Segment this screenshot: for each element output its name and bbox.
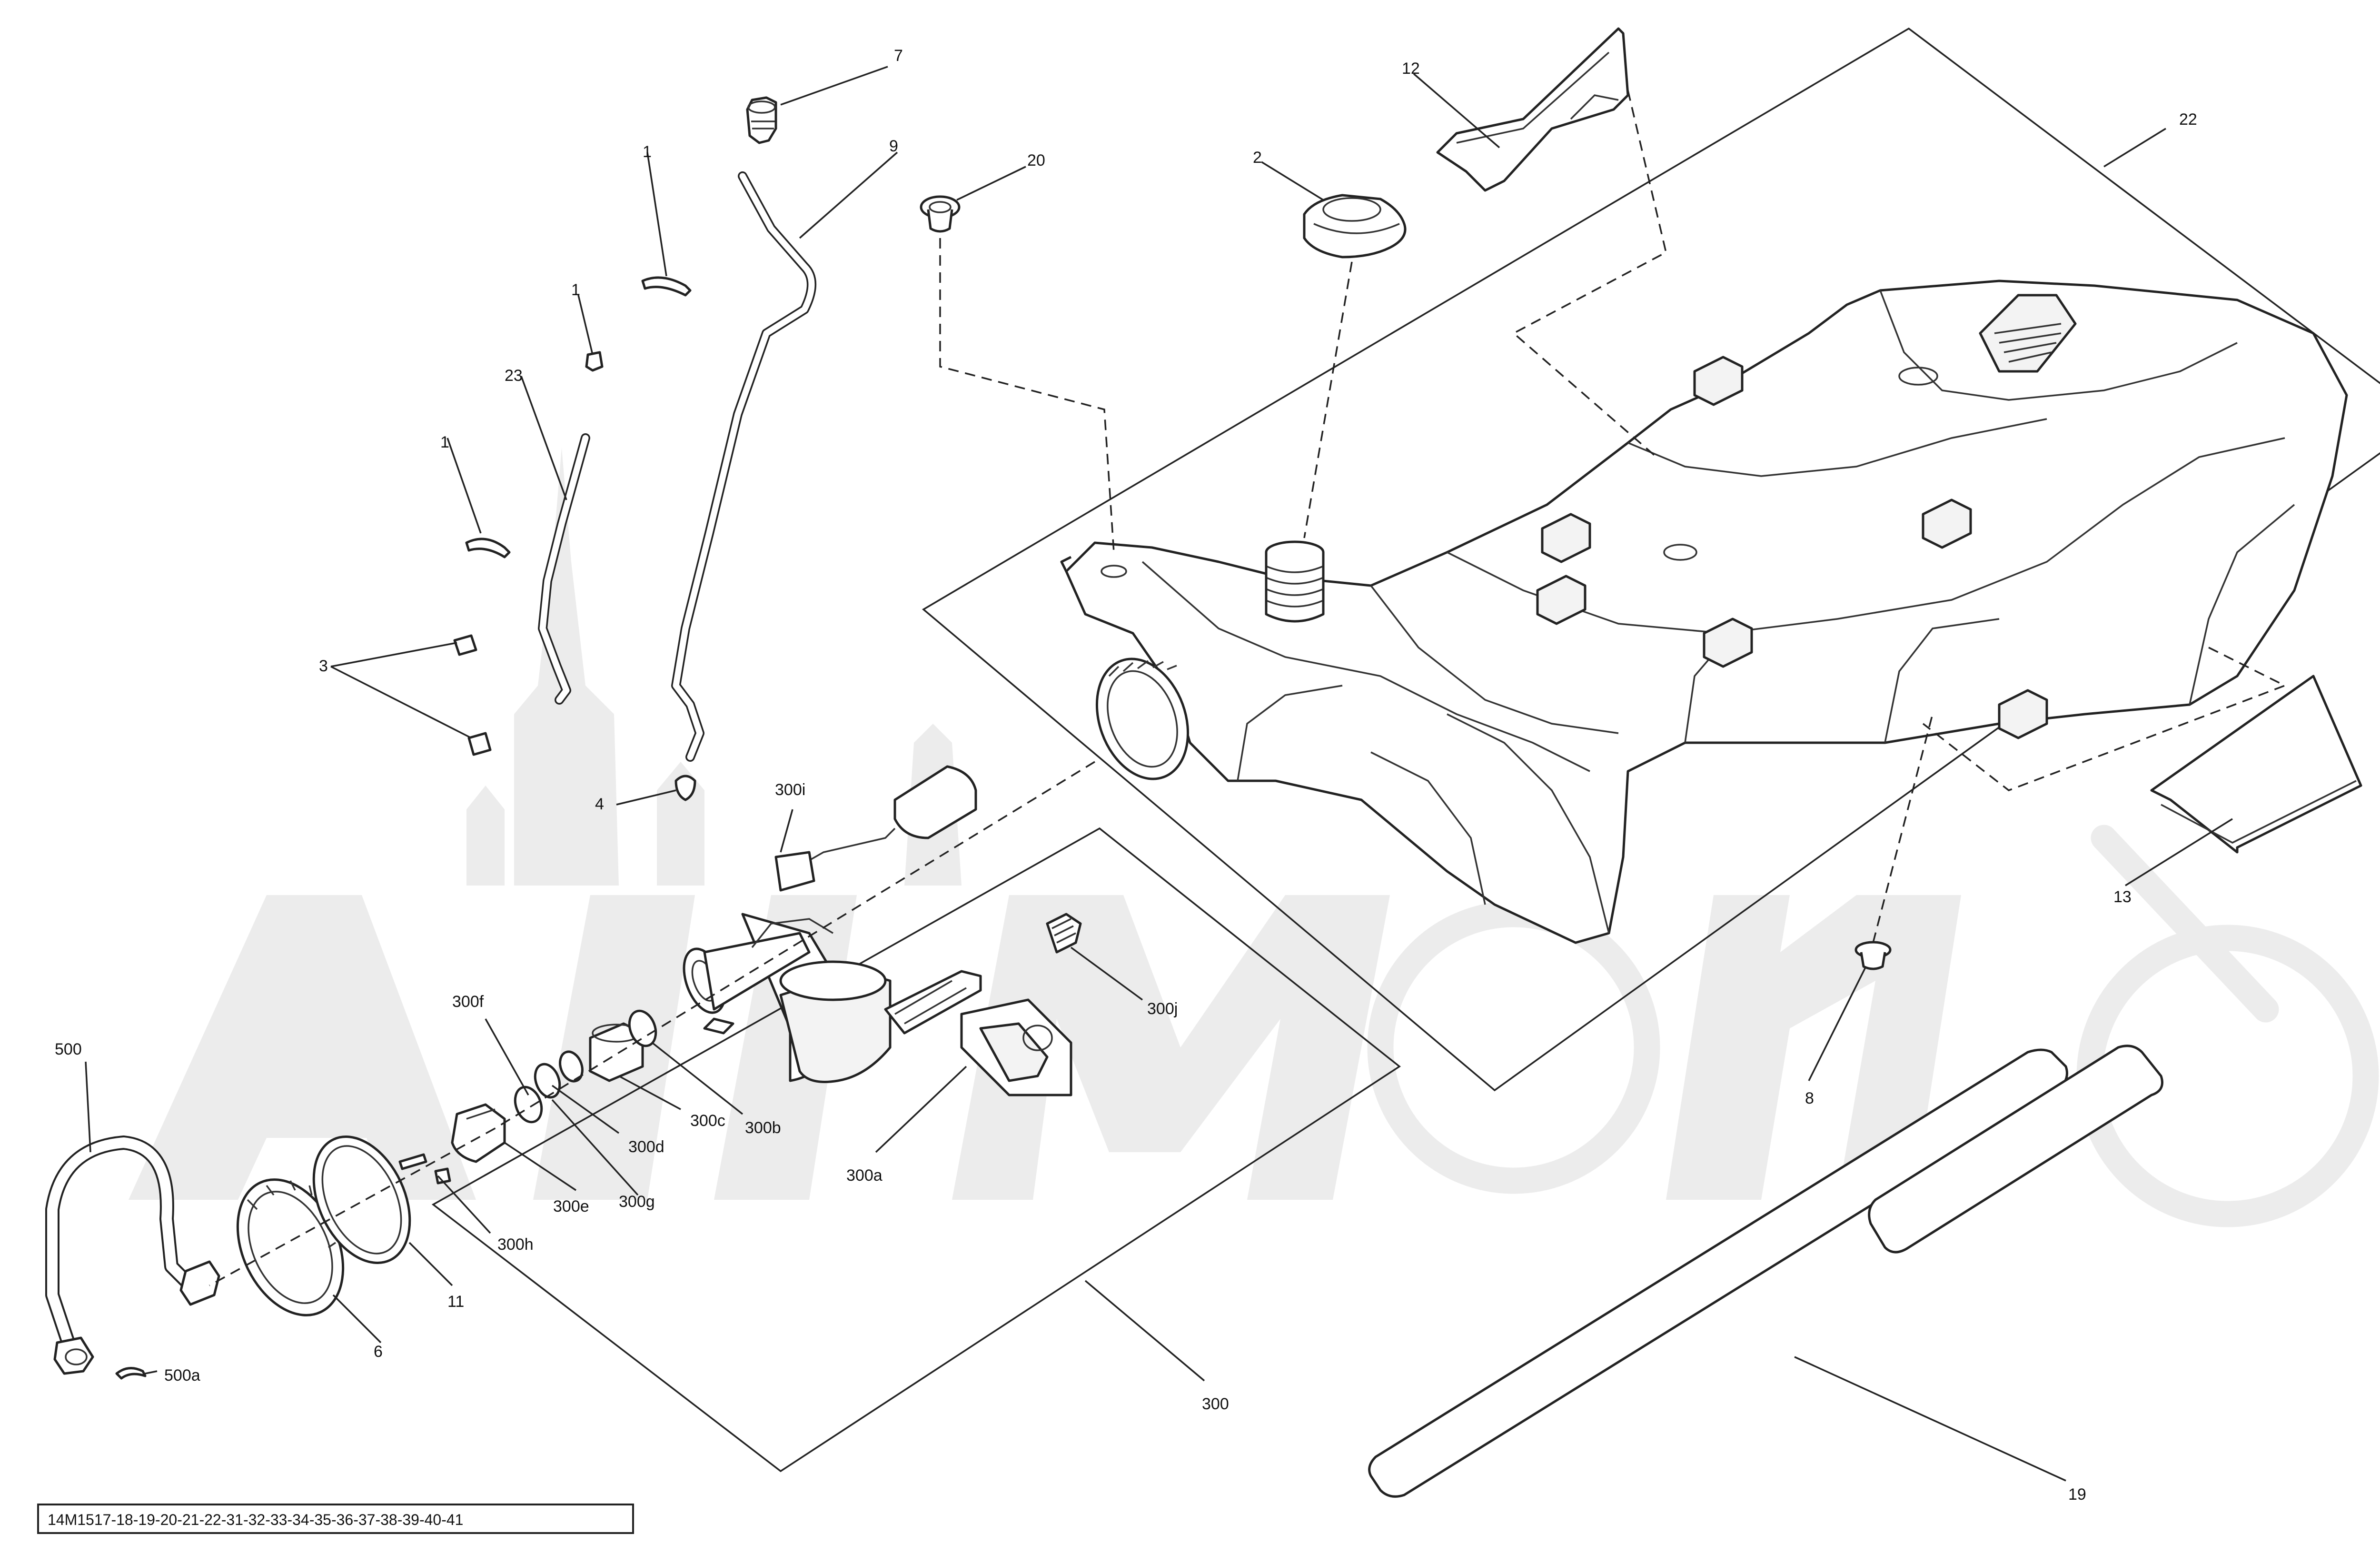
- callout-300d: 300d: [628, 1138, 664, 1156]
- callout-8: 8: [1805, 1089, 1814, 1107]
- assembly-frame-300: [431, 827, 1401, 1473]
- leader-lines: [85, 66, 2233, 1482]
- fuel-hose-500: [45, 1136, 220, 1375]
- callout-labels: 7 9 1 1 23 1 3 4 20 2 12 22 13 8 19 300 …: [55, 47, 2197, 1504]
- clamp-4: [674, 775, 696, 801]
- assembly-frame-22: [922, 27, 2380, 1092]
- plug-8: [1854, 941, 1892, 970]
- callout-23: 23: [505, 367, 523, 385]
- callout-22: 22: [2179, 110, 2197, 129]
- callout-1-low: 1: [440, 433, 449, 451]
- clips-3: [453, 634, 492, 756]
- gasket-11: [312, 1136, 411, 1264]
- clamps-1: [465, 276, 692, 558]
- callout-1-mid: 1: [571, 281, 580, 299]
- callout-6: 6: [374, 1343, 383, 1361]
- fuel-tank: [1060, 279, 2348, 944]
- hose-23: [538, 433, 590, 705]
- callout-300j: 300j: [1147, 1000, 1178, 1018]
- callout-300c: 300c: [690, 1112, 725, 1130]
- callout-300g: 300g: [619, 1193, 655, 1211]
- callout-1-top: 1: [643, 143, 652, 161]
- callout-300e: 300e: [553, 1197, 589, 1215]
- callout-19: 19: [2068, 1485, 2086, 1504]
- callout-12: 12: [1402, 60, 1420, 78]
- fuel-pump-assembly: [398, 765, 1082, 1185]
- callout-4: 4: [595, 795, 604, 813]
- callout-300f: 300f: [452, 993, 484, 1011]
- heat-shield-13: [2150, 675, 2362, 854]
- callout-300i: 300i: [775, 781, 805, 799]
- callout-500a: 500a: [164, 1366, 200, 1385]
- vent-valve-7: [746, 96, 777, 144]
- breather-tube-9: [671, 171, 816, 762]
- lock-ring-6: [236, 1178, 345, 1316]
- callout-13: 13: [2113, 888, 2132, 906]
- callout-7: 7: [894, 47, 903, 65]
- pad-19: [1368, 1045, 2163, 1498]
- clip-500a: [115, 1367, 147, 1380]
- callout-300a: 300a: [846, 1166, 883, 1185]
- callout-500: 500: [55, 1040, 82, 1058]
- callout-9: 9: [889, 137, 898, 155]
- diagram-code-box: 14M1517-18-19-20-21-22-31-32-33-34-35-36…: [37, 1504, 634, 1534]
- connection-lines: [209, 90, 2287, 1286]
- callout-2: 2: [1253, 149, 1262, 167]
- callout-20: 20: [1027, 151, 1045, 169]
- fuel-cap-2: [1303, 194, 1407, 259]
- grommet-20: [920, 195, 961, 233]
- callout-300: 300: [1202, 1395, 1229, 1413]
- diagram-code: 14M1517-18-19-20-21-22-31-32-33-34-35-36…: [48, 1511, 463, 1528]
- callout-300b: 300b: [745, 1119, 781, 1137]
- heat-shield-12: [1436, 27, 1629, 192]
- callout-11: 11: [447, 1293, 464, 1311]
- callout-3: 3: [319, 657, 328, 675]
- callout-300h: 300h: [497, 1235, 534, 1254]
